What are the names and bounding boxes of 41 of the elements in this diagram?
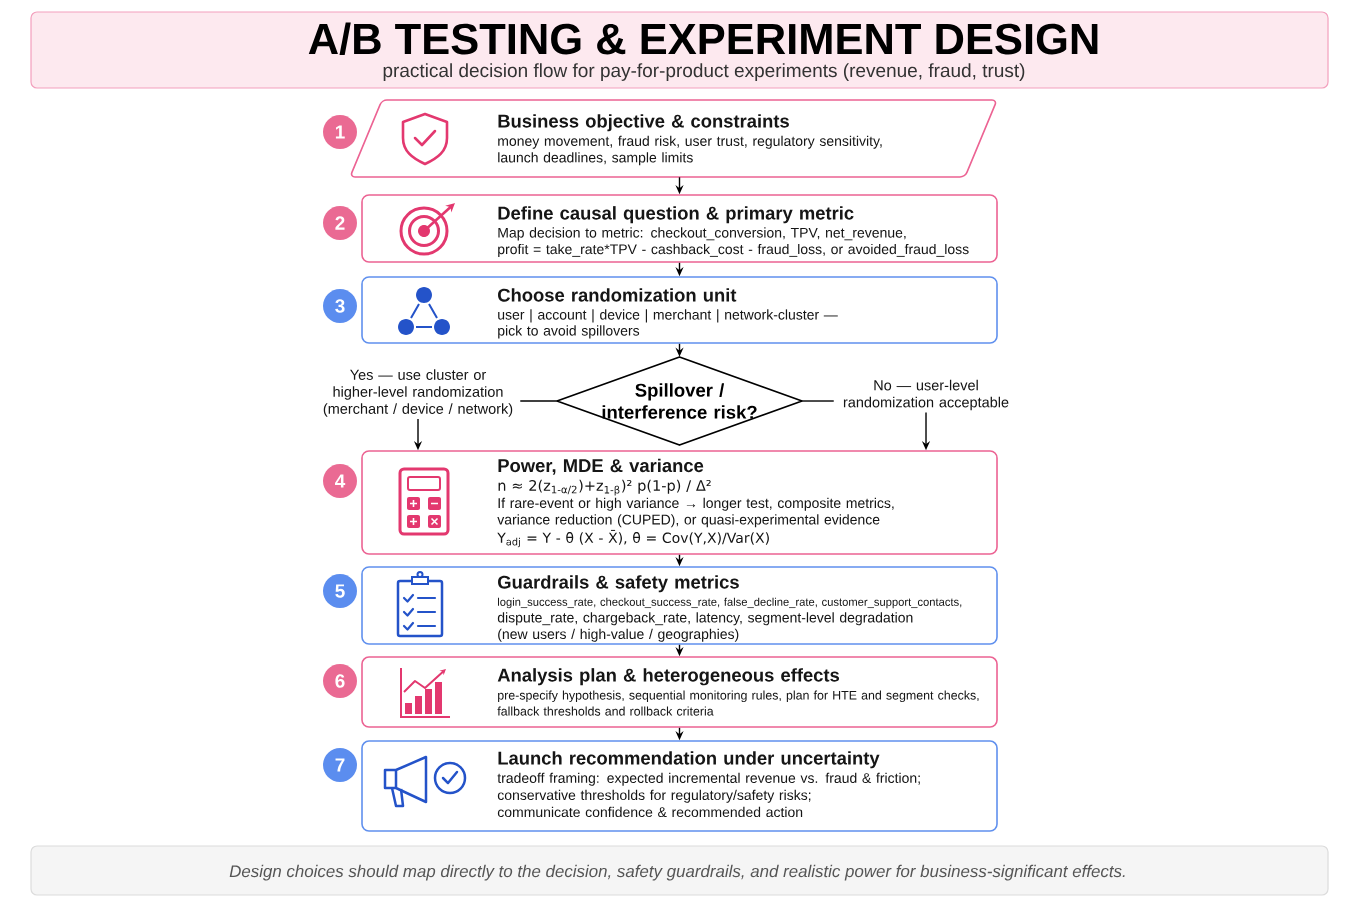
step-description: conservative thresholds for regulatory/safety risks; — [497, 789, 811, 803]
step-description: n ≈ 2(z$_{1-α/2}$)+z$_{1-β}$)² p(1-p) / Δ² — [498, 479, 711, 496]
process-box — [361, 194, 998, 263]
step-description: money movement, fraud risk, user trust, regulatory sensitivity, launch deadlines, sample limits — [498, 135, 882, 166]
step-description: login_success_rate, checkout_success_rate, false_decline_rate, customer_support_contacts, — [498, 597, 962, 609]
step-title: Guardrails & safety metrics — [498, 575, 739, 593]
step-title: Business objective & constraints — [498, 114, 789, 132]
branch-label: Yes — use cluster or higher-level randomization (merchant / device / network) — [323, 369, 513, 417]
step-description: tradeoff framing: expected incremental revenue vs. fraud & friction; — [497, 772, 920, 786]
step-description: Y$_{adj}$ = Y - θ (X - X̄), θ = Cov(Y,X)/Var(X) — [497, 529, 769, 548]
connector-line — [519, 400, 558, 402]
process-box — [361, 566, 998, 645]
title: A/B TESTING & EXPERIMENT DESIGN — [308, 22, 1098, 55]
branch-label: No — user-level randomization acceptable — [843, 379, 1009, 411]
process-box — [361, 740, 998, 832]
step-number-badge: 1 — [323, 115, 357, 149]
step-number-badge: 4 — [323, 464, 357, 498]
step-title: Choose randomization unit — [498, 288, 737, 302]
process-box — [361, 276, 998, 344]
step-description: pre-specify hypothesis, sequential monitoring rules, plan for HTE and segment checks, fallback thresholds and rollback criteria — [497, 690, 979, 716]
step-title: Power, MDE & variance — [498, 458, 704, 475]
step-title: Analysis plan & heterogeneous effects — [497, 668, 840, 686]
step-number-badge: 7 — [323, 748, 357, 782]
step-description: Map decision to metric: checkout_conversion, TPV, net_revenue, — [498, 227, 906, 241]
process-box — [361, 450, 998, 555]
footer-note: Design choices should map directly to the decision, safety guardrails, and realistic power for business-significant effects. — [30, 845, 1329, 896]
step-title: Define causal question & primary metric — [498, 206, 854, 224]
step-description: If rare-event or high variance → longer test, composite metrics, variance reduction (CUPED), or quasi-experimental evidence — [497, 497, 894, 528]
step-title: Launch recommendation under uncertainty — [498, 751, 880, 769]
step-number-badge: 2 — [323, 206, 357, 240]
step-description: dispute_rate, chargeback_rate, latency, segment-level degradation (new users / high-value / geographies) — [497, 612, 913, 642]
subtitle: practical decision flow for pay-for-product experiments (revenue, fraud, trust) — [383, 63, 1025, 81]
step-number-badge: 3 — [323, 289, 357, 323]
step-description: user | account | device | merchant | network-cluster — pick to avoid spillovers — [498, 309, 838, 339]
process-box — [350, 99, 997, 178]
step-description: profit = take_rate*TPV - cashback_cost - fraud_loss, or avoided_fraud_loss — [498, 243, 969, 257]
step-number-badge: 5 — [323, 574, 357, 608]
connector-line — [801, 400, 835, 402]
step-number-badge: 6 — [323, 664, 357, 698]
step-description: communicate confidence & recommended action — [497, 806, 803, 818]
process-box — [361, 656, 998, 728]
